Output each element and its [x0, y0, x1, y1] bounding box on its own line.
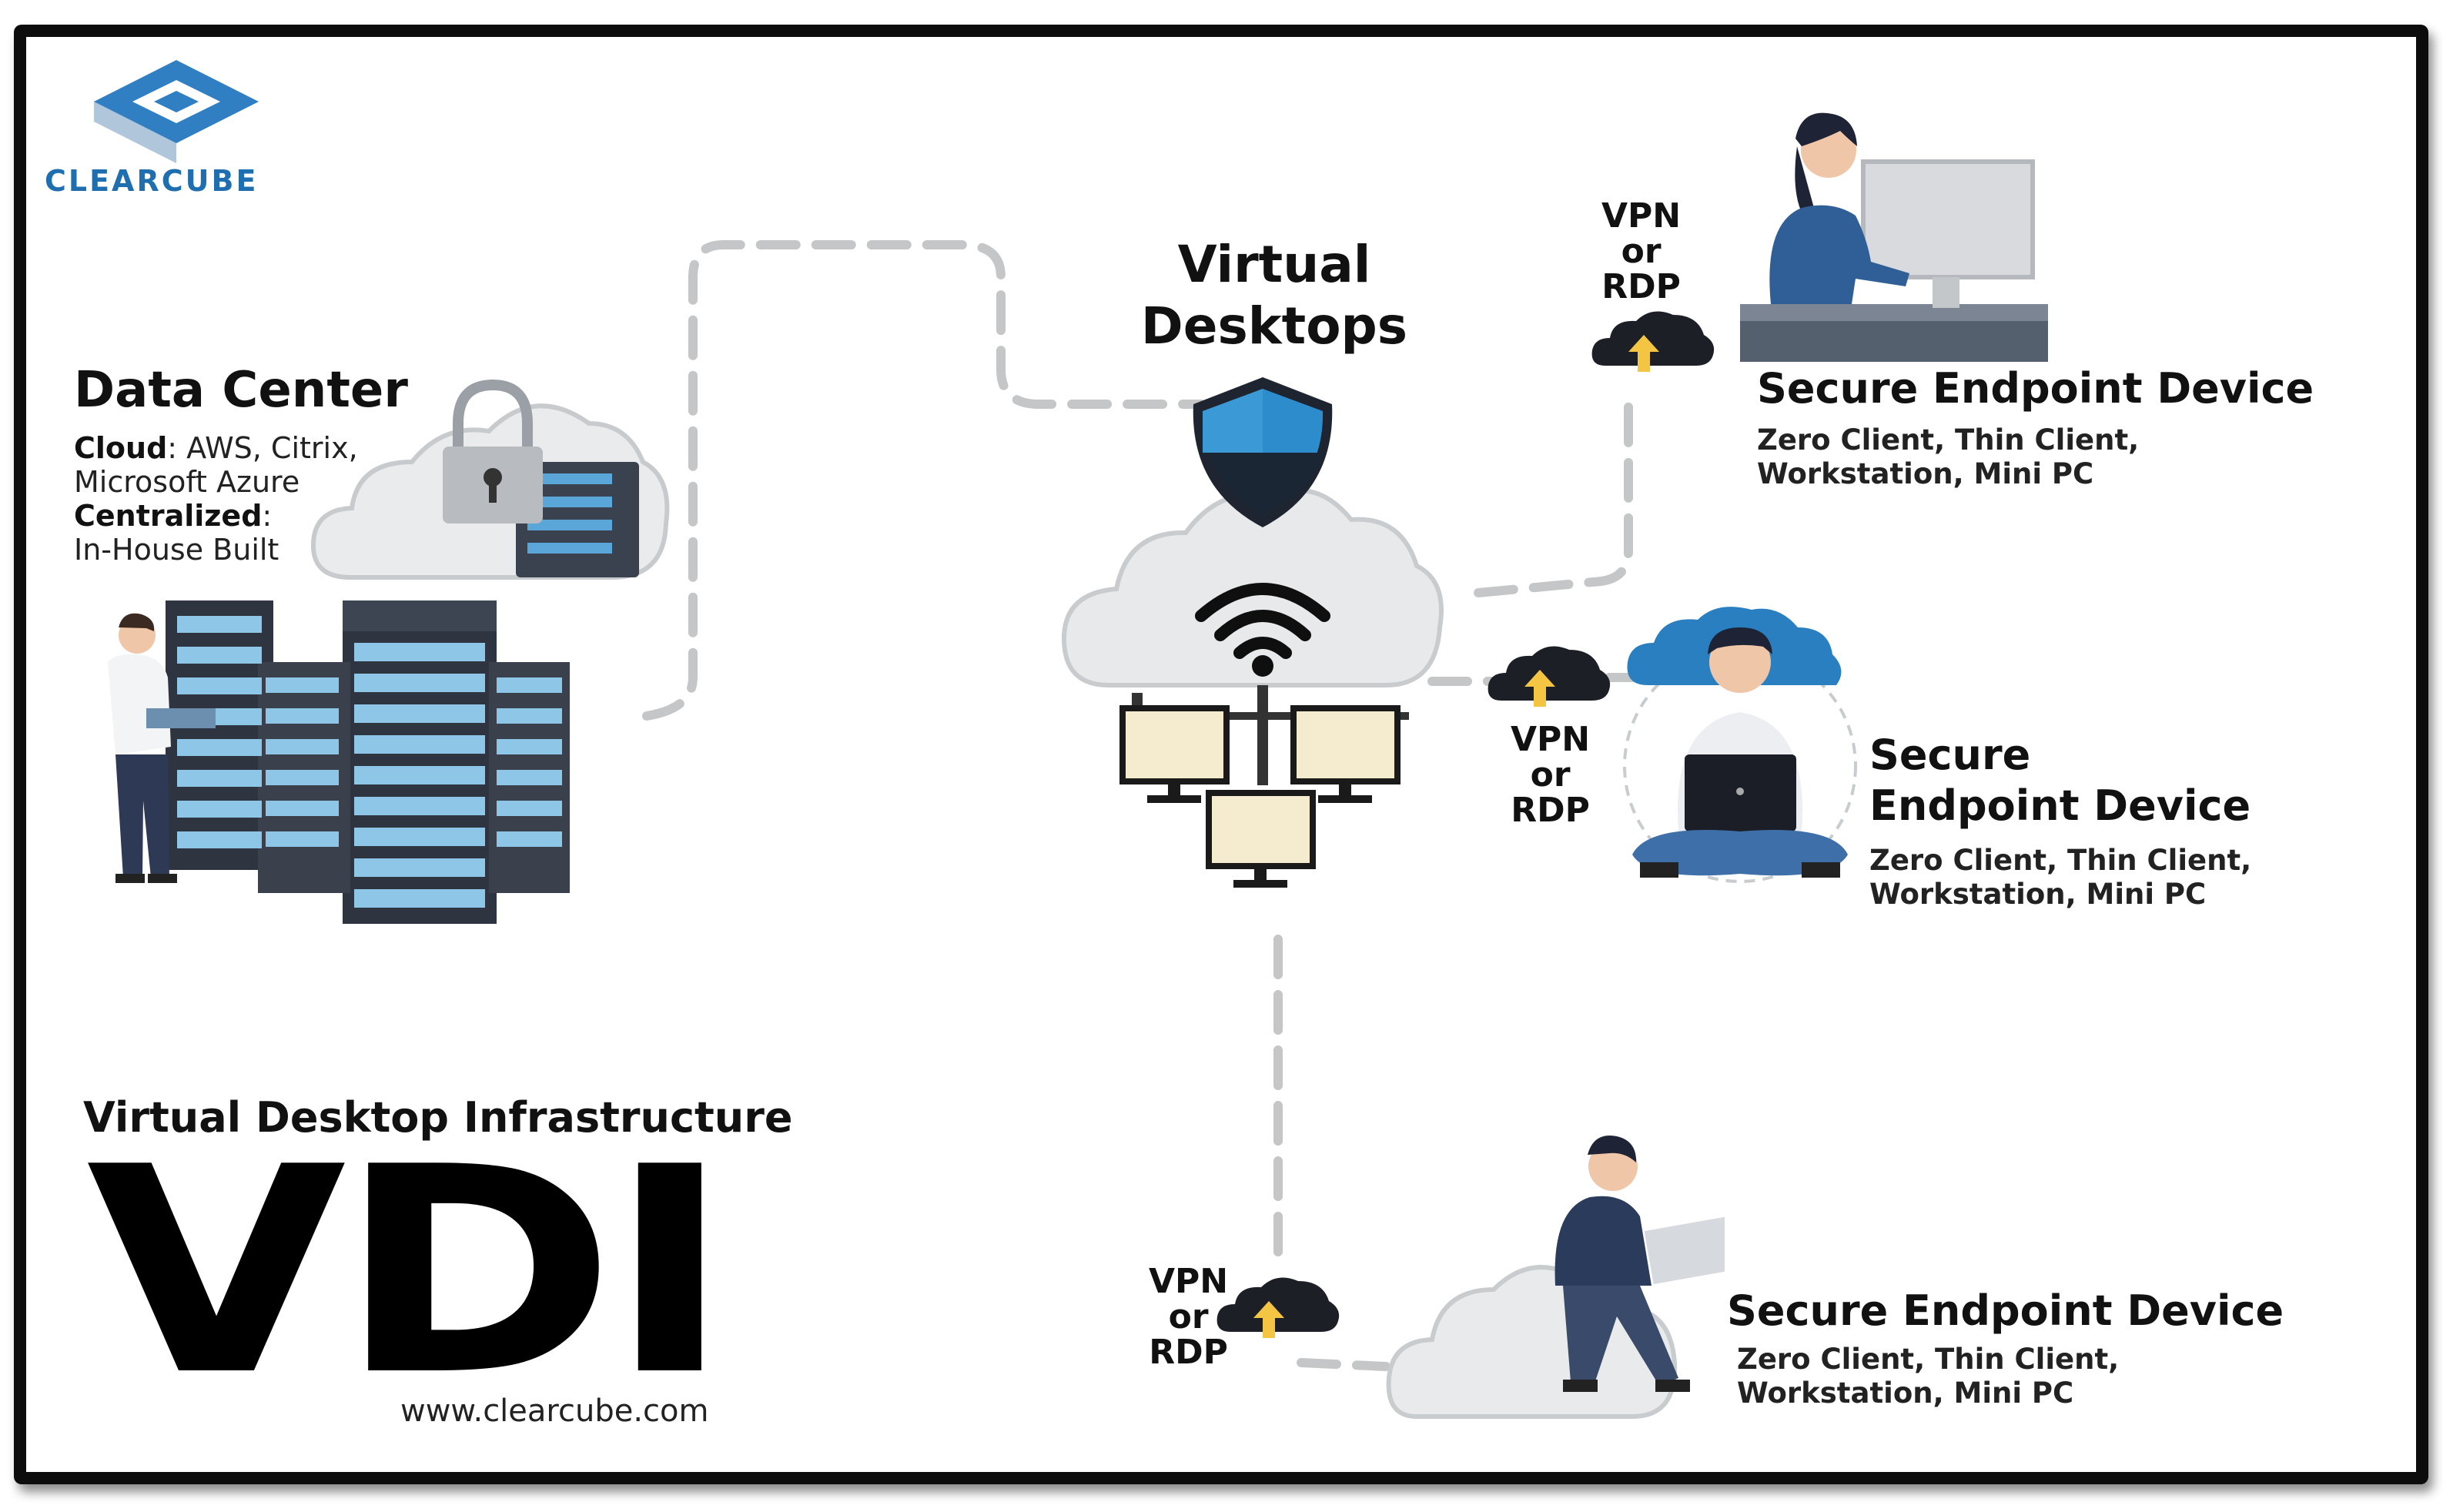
technician-figure: [108, 613, 216, 883]
endpoint-1-subtitle: Zero Client, Thin Client, Workstation, M…: [1757, 423, 2139, 491]
cloud-value: : AWS, Citrix,: [167, 431, 358, 465]
vpn-rdp-label-1: VPN or RDP: [1601, 199, 1681, 305]
vdi-subtitle: Virtual Desktop Infrastructure: [83, 1093, 793, 1142]
rdp-text: RDP: [1149, 1333, 1228, 1372]
vpn-text: VPN: [1511, 720, 1591, 759]
endpoint-2-sub1: Zero Client, Thin Client,: [1869, 844, 2252, 877]
endpoint-3-sub2: Workstation, Mini PC: [1737, 1377, 2074, 1410]
or-text: or: [1530, 755, 1571, 794]
endpoint-3-title: Secure Endpoint Device: [1727, 1286, 2284, 1335]
clearcube-logo-icon: [94, 60, 259, 163]
endpoint-3-subtitle: Zero Client, Thin Client, Workstation, M…: [1737, 1343, 2119, 1410]
monitor-icon-bottom: [1206, 790, 1316, 888]
endpoint-1-title: Secure Endpoint Device: [1757, 364, 2314, 413]
vpn-rdp-label-2: VPN or RDP: [1511, 722, 1590, 828]
endpoint-2-title-line2: Endpoint Device: [1869, 781, 2251, 830]
virtual-desktop-hub-icon: [1061, 377, 1444, 888]
connector-virtual-to-endpoint-1: [1474, 388, 1633, 597]
vpn-rdp-label-3: VPN or RDP: [1149, 1264, 1228, 1370]
cloud-upload-icon-2: [1488, 646, 1611, 707]
cloud-value-2: Microsoft Azure: [74, 465, 300, 499]
endpoint-1-sub1: Zero Client, Thin Client,: [1757, 423, 2140, 457]
woman-at-desktop-icon: [1740, 112, 2048, 362]
data-center-title: Data Center: [74, 362, 408, 419]
endpoint-3-sub1: Zero Client, Thin Client,: [1737, 1343, 2120, 1376]
monitor-icon-left: [1119, 705, 1230, 803]
man-with-laptop-icon: [1623, 607, 1857, 883]
cloud-label: Cloud: [74, 431, 168, 465]
endpoint-2-subtitle: Zero Client, Thin Client, Workstation, M…: [1869, 844, 2251, 912]
endpoint-1-sub2: Workstation, Mini PC: [1757, 457, 2094, 490]
data-center-description: Cloud: AWS, Citrix, Microsoft Azure Cent…: [74, 431, 358, 567]
centralized-value-2: In-House Built: [74, 533, 279, 567]
or-text: or: [1168, 1297, 1209, 1336]
virtual-desktops-line1: Virtual: [1177, 235, 1371, 294]
brand-url: www.clearcube.com: [400, 1393, 709, 1429]
endpoint-2-title-line1: Secure: [1869, 731, 2031, 779]
connector-endpoint-3-link: [1297, 1358, 1391, 1371]
centralized-value: :: [262, 499, 273, 533]
rdp-text: RDP: [1511, 791, 1590, 830]
cloud-lock-icon: [310, 379, 670, 580]
endpoint-2-title: Secure Endpoint Device: [1869, 730, 2251, 831]
vdi-acronym: VDI: [86, 1107, 732, 1438]
connector-datacenter-to-virtual: [642, 240, 1206, 721]
or-text: or: [1621, 232, 1662, 271]
endpoint-2-sub2: Workstation, Mini PC: [1869, 878, 2207, 911]
rdp-text: RDP: [1601, 267, 1681, 306]
vpn-text: VPN: [1149, 1262, 1229, 1301]
cloud-upload-icon-1: [1591, 311, 1715, 372]
virtual-desktops-line2: Desktops: [1140, 296, 1408, 356]
brand-name: CLEARCUBE: [45, 164, 259, 198]
monitor-icon-right: [1290, 705, 1401, 803]
cloud-upload-icon-3: [1216, 1277, 1340, 1338]
server-racks-icon: [108, 600, 570, 924]
man-on-cloud-icon: [1386, 1136, 1725, 1419]
vpn-text: VPN: [1601, 196, 1682, 236]
virtual-desktops-title: Virtual Desktops: [1101, 234, 1447, 357]
centralized-label: Centralized: [74, 499, 263, 533]
